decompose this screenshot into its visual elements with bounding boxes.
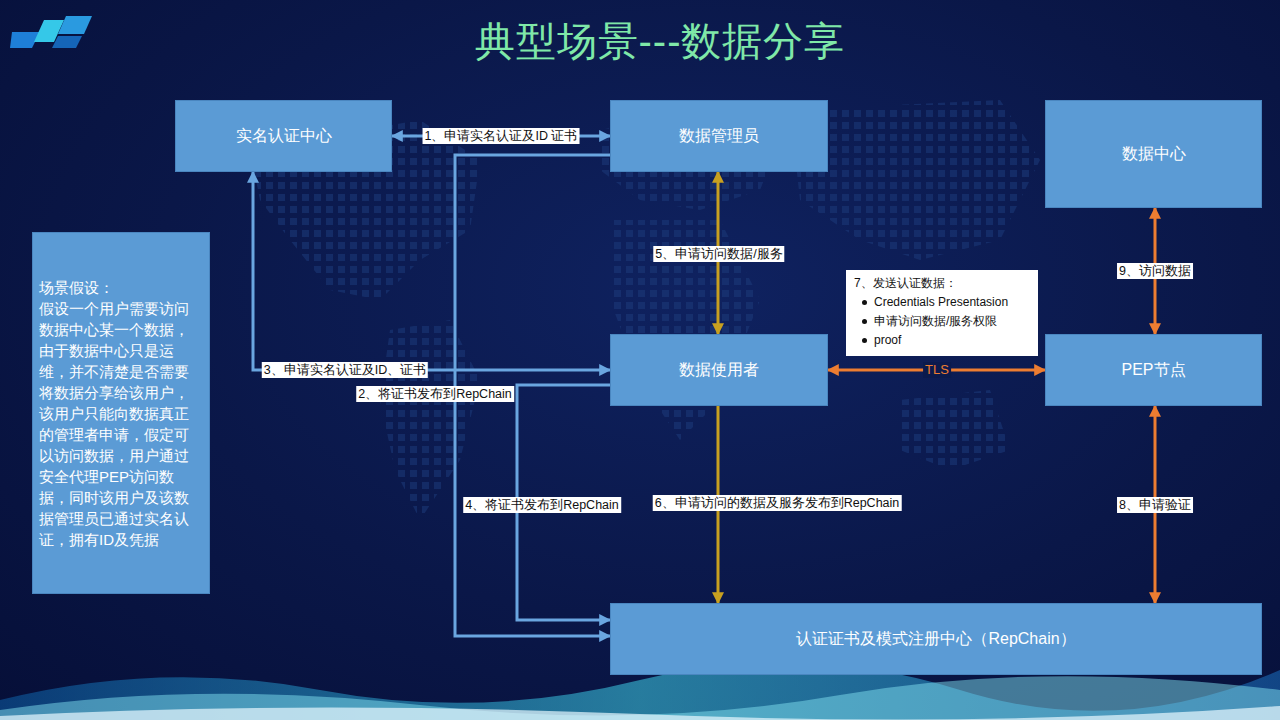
edge-label: 4、将证书发布到RepChain bbox=[463, 497, 621, 513]
callout-text: proof bbox=[874, 333, 901, 347]
node-text: 假设一个用户需要访问数据中心某一个数据，由于数据中心只是运维，并不清楚是否需要将… bbox=[39, 298, 203, 550]
callout-item: proof bbox=[854, 331, 1032, 350]
note-box: 场景假设：假设一个用户需要访问数据中心某一个数据，由于数据中心只是运维，并不清楚… bbox=[32, 232, 210, 594]
bullet-dot bbox=[862, 338, 867, 343]
edge-label: 8、申请验证 bbox=[1117, 497, 1193, 513]
node-text: 实名认证中心 bbox=[236, 126, 332, 147]
node-text: 数据中心 bbox=[1122, 144, 1186, 165]
edge-label: 2、将证书发布到RepChain bbox=[356, 386, 514, 402]
callout-text: 7、发送认证数据： bbox=[854, 276, 957, 290]
diagram-title: 典型场景---数据分享 bbox=[360, 14, 960, 69]
node-text: 认证证书及模式注册中心（RepChain） bbox=[796, 629, 1075, 650]
connector-arrow bbox=[253, 172, 610, 370]
node-text: PEP节点 bbox=[1121, 360, 1185, 381]
node-text: 数据使用者 bbox=[679, 360, 759, 381]
callout-heading: 7、发送认证数据： bbox=[854, 274, 1032, 293]
edge-label: TLS bbox=[923, 362, 951, 378]
edge-label: 3、申请实名认证及ID、证书 bbox=[262, 362, 428, 378]
bullet-dot bbox=[862, 300, 867, 305]
callout-text: Credentials Presentasion bbox=[874, 295, 1008, 309]
callout-item: Credentials Presentasion bbox=[854, 293, 1032, 312]
callout-item: 申请访问数据/服务权限 bbox=[854, 312, 1032, 331]
edge-label: 5、申请访问数据/服务 bbox=[653, 246, 784, 262]
edge-label: 6、申请访问的数据及服务发布到RepChain bbox=[653, 495, 902, 511]
process-box: 数据使用者 bbox=[610, 334, 828, 406]
edge-label: 1、申请实名认证及ID 证书 bbox=[423, 128, 580, 144]
callout-box: 7、发送认证数据： Credentials Presentasion 申请访问数据/… bbox=[846, 270, 1038, 356]
logo bbox=[10, 16, 92, 48]
process-box: 数据管理员 bbox=[610, 100, 828, 172]
bullet-dot bbox=[862, 319, 867, 324]
note-heading: 场景假设： bbox=[39, 277, 114, 298]
process-box: 实名认证中心 bbox=[175, 100, 392, 172]
edge-label: 9、访问数据 bbox=[1117, 263, 1193, 279]
process-box: 数据中心 bbox=[1045, 100, 1262, 208]
callout-text: 申请访问数据/服务权限 bbox=[874, 314, 997, 328]
process-box: PEP节点 bbox=[1045, 334, 1262, 406]
process-box: 认证证书及模式注册中心（RepChain） bbox=[610, 603, 1262, 675]
node-text: 数据管理员 bbox=[679, 126, 759, 147]
